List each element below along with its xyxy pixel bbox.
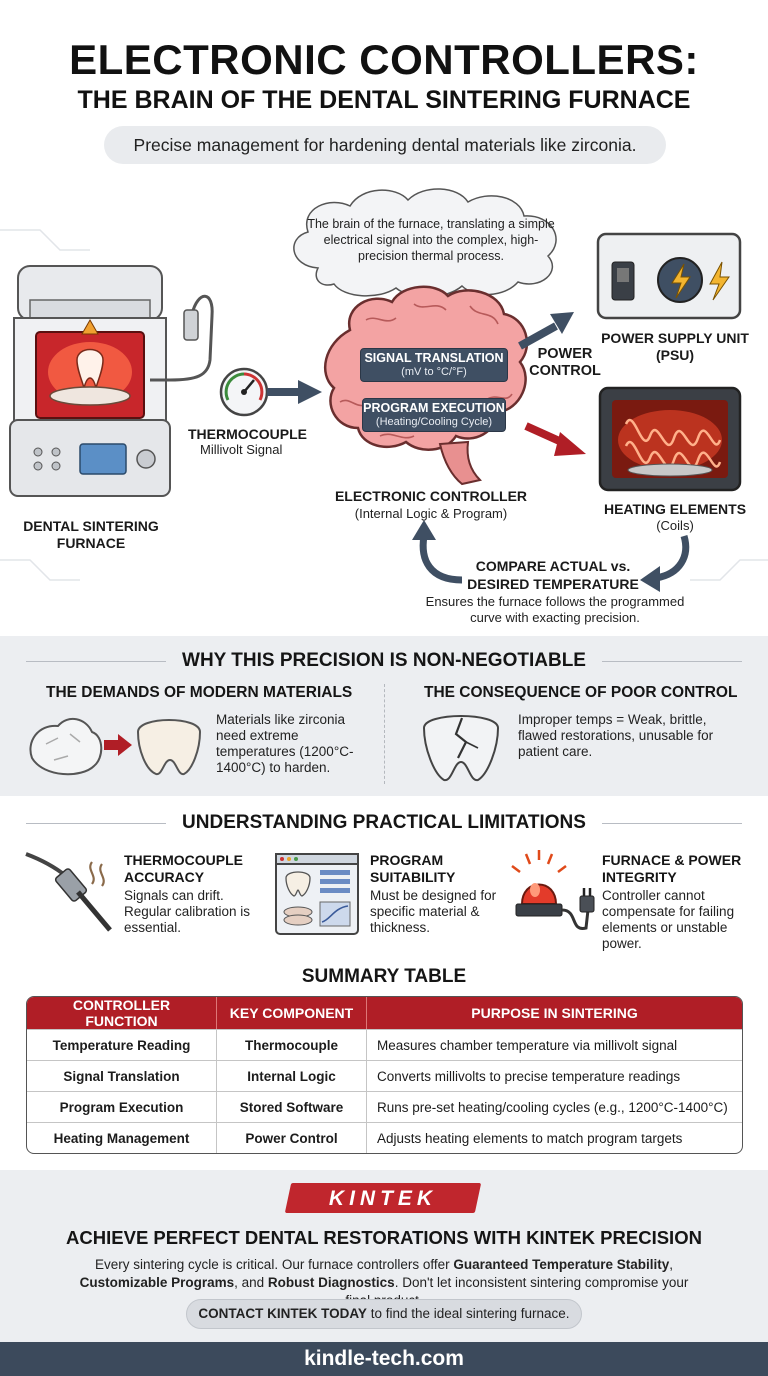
tag-program-execution-title: PROGRAM EXECUTION — [363, 401, 505, 415]
table-row: Temperature Reading Thermocouple Measure… — [27, 1029, 742, 1060]
heating-label: HEATING ELEMENTS — [603, 501, 747, 517]
tag-signal-translation: SIGNAL TRANSLATION (mV to °C/°F) — [360, 348, 508, 382]
tag-signal-translation-sub: (mV to °C/°F) — [401, 366, 467, 378]
footer-text: Every sintering cycle is critical. Our f… — [70, 1256, 698, 1310]
table-cell: Power Control — [217, 1122, 367, 1153]
feedback-arrow-left — [419, 535, 463, 584]
thought-bubble-text: The brain of the furnace, translating a … — [307, 217, 555, 263]
limitation-text-power: Controller cannot compensate for failing… — [602, 888, 735, 951]
table-cell: Measures chamber temperature via millivo… — [367, 1029, 742, 1060]
footer-headline: ACHIEVE PERFECT DENTAL RESTORATIONS WITH… — [66, 1227, 702, 1248]
heating-sub: (Coils) — [656, 518, 694, 533]
limitation-title-power: FURNACE & POWER INTEGRITY — [602, 852, 742, 885]
column-header: CONTROLLER FUNCTION — [27, 997, 217, 1029]
brain-illustration — [323, 285, 529, 486]
psu-sub: (PSU) — [655, 347, 695, 363]
tag-program-execution: PROGRAM EXECUTION (Heating/Cooling Cycle… — [362, 398, 506, 432]
compare-label: COMPARE ACTUAL vs. DESIRED TEMPERATURE — [467, 558, 639, 592]
materials-text: Materials like zirconia need extreme tem… — [216, 712, 354, 775]
limitation-text-thermocouple: Signals can drift. Regular calibration i… — [124, 888, 251, 935]
website-link[interactable]: kindle-tech.com — [0, 1342, 768, 1376]
footer-text-highlight: Customizable Programs — [79, 1275, 235, 1290]
table-row: Program Execution Stored Software Runs p… — [27, 1091, 742, 1122]
tag-program-execution-sub: (Heating/Cooling Cycle) — [375, 416, 493, 428]
footer-text-part: , and — [234, 1275, 268, 1290]
divider — [602, 823, 742, 824]
footer-text-part: Every sintering cycle is critical. Our f… — [95, 1257, 454, 1272]
table-cell: Internal Logic — [217, 1060, 367, 1091]
brand-logo-text: KINTEK — [328, 1187, 438, 1210]
cta-text: to find the ideal sintering furnace. — [366, 1306, 570, 1321]
column-divider — [384, 684, 385, 784]
footer-text-part: , — [669, 1257, 673, 1272]
feedback-arrow-left-head — [412, 520, 436, 540]
cracked-tooth-icon — [422, 715, 500, 782]
column-header: KEY COMPONENT — [217, 997, 367, 1029]
table-cell: Runs pre-set heating/cooling cycles (e.g… — [367, 1091, 742, 1122]
footer-text-highlight: Robust Diagnostics — [267, 1275, 395, 1290]
gauge-icon — [219, 367, 269, 417]
arrow-to-psu-head — [550, 312, 574, 334]
warning-light-plug-icon — [511, 850, 595, 930]
psu-label: POWER SUPPLY UNIT — [601, 330, 749, 346]
cta-bold-text: CONTACT KINTEK TODAY — [198, 1306, 367, 1321]
table-cell: Adjusts heating elements to match progra… — [367, 1122, 742, 1153]
tag-signal-translation-title: SIGNAL TRANSLATION — [364, 351, 504, 365]
title-line-2: THE BRAIN OF THE DENTAL SINTERING FURNAC… — [77, 86, 691, 114]
circuit-decoration — [0, 229, 768, 581]
poor-control-text: Improper temps = Weak, brittle, flawed r… — [518, 712, 714, 759]
limitation-title-thermocouple: THERMOCOUPLE ACCURACY — [124, 852, 243, 885]
table-cell: Converts millivolts to precise temperatu… — [367, 1060, 742, 1091]
subtitle-pill: Precise management for hardening dental … — [104, 126, 666, 164]
thermocouple-label: THERMOCOUPLE — [188, 426, 307, 442]
table-cell: Signal Translation — [27, 1060, 217, 1091]
zirconia-to-crown-icon — [29, 717, 202, 776]
precision-heading: WHY THIS PRECISION IS NON-NEGOTIABLE — [182, 650, 586, 671]
arrow-to-psu — [518, 322, 558, 350]
table-row: Heating Management Power Control Adjusts… — [27, 1122, 742, 1153]
contact-cta-button[interactable]: CONTACT KINTEK TODAY to find the ideal s… — [186, 1299, 582, 1329]
thermocouple-probe-icon — [25, 852, 112, 932]
table-cell: Temperature Reading — [27, 1029, 217, 1060]
summary-heading: SUMMARY TABLE — [301, 966, 467, 987]
table-cell: Stored Software — [217, 1091, 367, 1122]
summary-table: CONTROLLER FUNCTION KEY COMPONENT PURPOS… — [26, 996, 743, 1154]
table-cell: Heating Management — [27, 1122, 217, 1153]
furnace-label: DENTAL SINTERING FURNACE — [23, 518, 159, 551]
limitation-text-program: Must be designed for specific material &… — [370, 888, 497, 935]
limitation-title-program: PROGRAM SUITABILITY — [370, 852, 456, 885]
controller-sub: (Internal Logic & Program) — [354, 506, 508, 521]
table-row: Signal Translation Internal Logic Conver… — [27, 1060, 742, 1091]
poor-control-title: THE CONSEQUENCE OF POOR CONTROL — [424, 684, 738, 701]
table-cell: Program Execution — [27, 1091, 217, 1122]
thermocouple-cable — [150, 294, 214, 382]
limitations-heading: UNDERSTANDING PRACTICAL LIMITATIONS — [182, 812, 586, 833]
furnace-illustration — [9, 265, 171, 497]
arrow-to-controller-head — [298, 380, 322, 404]
divider — [26, 661, 166, 662]
column-header: PURPOSE IN SINTERING — [367, 997, 742, 1029]
table-header-row: CONTROLLER FUNCTION KEY COMPONENT PURPOS… — [27, 997, 742, 1029]
feedback-arrow-right — [655, 534, 690, 582]
feedback-arrow-right-head — [640, 566, 660, 592]
thermocouple-sub: Millivolt Signal — [200, 442, 283, 457]
controller-label: ELECTRONIC CONTROLLER — [334, 488, 528, 504]
arrow-to-heating-head — [554, 432, 586, 456]
heating-elements-illustration — [598, 386, 742, 492]
compare-sub: Ensures the furnace follows the programm… — [425, 594, 685, 625]
divider — [602, 661, 742, 662]
psu-illustration — [596, 232, 742, 320]
title-line-1: ELECTRONIC CONTROLLERS: — [69, 36, 699, 83]
program-window-icon — [275, 853, 359, 935]
divider — [26, 823, 166, 824]
power-control-label: POWER CONTROL — [529, 346, 601, 379]
materials-title: THE DEMANDS OF MODERN MATERIALS — [46, 684, 353, 701]
footer-text-highlight: Guaranteed Temperature Stability — [453, 1257, 670, 1272]
table-cell: Thermocouple — [217, 1029, 367, 1060]
